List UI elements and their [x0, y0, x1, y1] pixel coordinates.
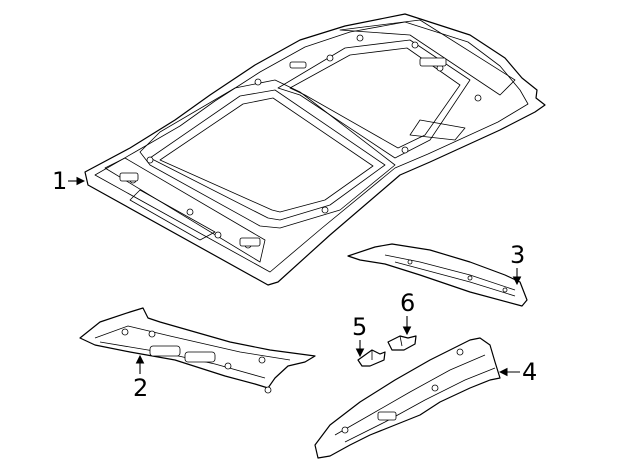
callout-3: 3: [510, 241, 525, 286]
callout-5: 5: [352, 313, 367, 358]
bracket-right: [387, 335, 417, 351]
rear-header: [314, 337, 501, 459]
callout-label-5: 5: [352, 313, 367, 341]
callout-label-1: 1: [52, 167, 67, 195]
callout-2: 2: [133, 354, 148, 402]
callout-6: 6: [400, 289, 415, 336]
bracket-left: [357, 349, 386, 367]
side-rail-reinforcement: [347, 243, 528, 307]
callout-label-4: 4: [522, 358, 537, 386]
front-header: [79, 307, 316, 394]
callout-label-6: 6: [400, 289, 415, 317]
callout-label-2: 2: [133, 374, 148, 402]
callout-4: 4: [498, 358, 537, 386]
roof-panel: [84, 13, 546, 286]
callout-label-3: 3: [510, 241, 525, 269]
callout-1: 1: [52, 167, 86, 195]
